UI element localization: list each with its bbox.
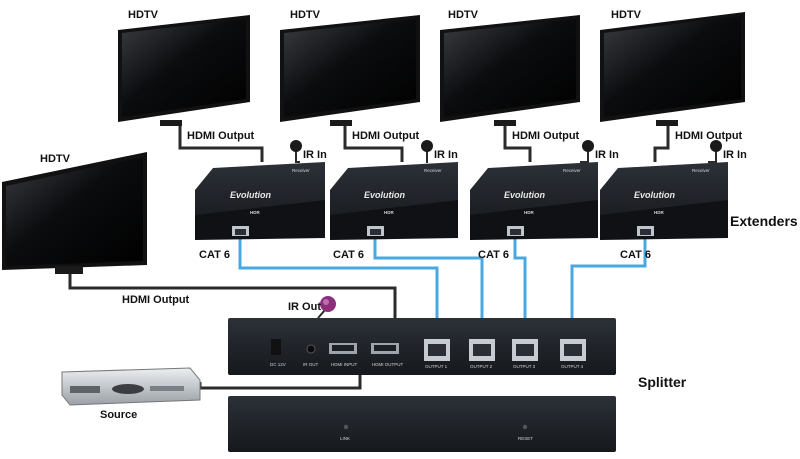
extender-3: Evolution HDR Receiver [470,162,598,240]
extender-1-hdr: HDR [250,210,260,215]
port-output-2: OUTPUT 2 [470,364,493,369]
extender-4: Evolution HDR Receiver [600,162,728,240]
label-ir-in-2: IR In [434,149,458,161]
label-cat6-2: CAT 6 [333,249,364,261]
label-ir-in-4: IR In [723,149,747,161]
label-hdmi-output-3: HDMI Output [512,130,580,142]
extender-3-receiver: Receiver [563,168,581,173]
port-dc: DC 12V [270,362,286,367]
label-ir-in-1: IR In [303,149,327,161]
label-hdmi-output-5: HDMI Output [122,294,190,306]
extender-2-hdr: HDR [384,210,394,215]
ir-receiver-icon [582,140,594,152]
ir-receiver-icon [710,140,722,152]
source-device [61,367,201,406]
extender-2-brand: Evolution [364,190,405,200]
port-hdmi-input: HDMI INPUT [331,362,357,367]
port-output-1: OUTPUT 1 [425,364,448,369]
port-hdmi-output: HDMI OUTPUT [372,362,403,367]
extender-1-brand: Evolution [230,190,271,200]
extender-2: Evolution HDR Receiver [330,162,458,240]
hdtv-3 [440,15,580,126]
label-cat6-3: CAT 6 [478,249,509,261]
label-splitter: Splitter [638,374,687,390]
port-output-3: OUTPUT 3 [513,364,536,369]
hdtv-2 [280,15,420,126]
label-hdmi-output-4: HDMI Output [675,130,743,142]
hdtv-4 [600,12,745,126]
label-cat6-1: CAT 6 [199,249,230,261]
extender-2-receiver: Receiver [424,168,442,173]
hdtv-5 [2,152,147,274]
front-link: LINK [340,436,350,441]
label-hdtv-1: HDTV [128,9,159,21]
label-hdtv-4: HDTV [611,9,642,21]
ir-emitter-icon [320,296,336,312]
label-hdmi-output-2: HDMI Output [352,130,420,142]
extender-1-receiver: Receiver [292,168,310,173]
ir-receivers [290,140,722,152]
label-hdtv-5: HDTV [40,153,71,165]
label-hdtv-3: HDTV [448,9,479,21]
cat6-cables [238,235,647,342]
splitter-front: LINK RESET [228,396,616,452]
label-ir-out: IR Out [288,301,321,313]
extender-4-receiver: Receiver [692,168,710,173]
label-hdmi-output-1: HDMI Output [187,130,255,142]
ir-cables [295,150,717,319]
splitter-rear: DC 12V IR OUT HDMI INPUT HDMI OUTPUT OUT… [228,318,616,375]
ir-receiver-icon [290,140,302,152]
label-extenders: Extenders [730,213,798,229]
ir-receiver-icon [421,140,433,152]
label-hdtv-2: HDTV [290,9,321,21]
label-cat6-4: CAT 6 [620,249,651,261]
extender-4-brand: Evolution [634,190,675,200]
extender-4-hdr: HDR [654,210,664,215]
extender-3-brand: Evolution [504,190,545,200]
label-source: Source [100,409,137,421]
label-ir-in-3: IR In [595,149,619,161]
port-ir-out: IR OUT [303,362,319,367]
port-output-4: OUTPUT 4 [561,364,584,369]
hdtv-1 [118,15,250,126]
front-reset: RESET [518,436,533,441]
extender-1: Evolution HDR Receiver [195,162,325,240]
extender-3-hdr: HDR [524,210,534,215]
